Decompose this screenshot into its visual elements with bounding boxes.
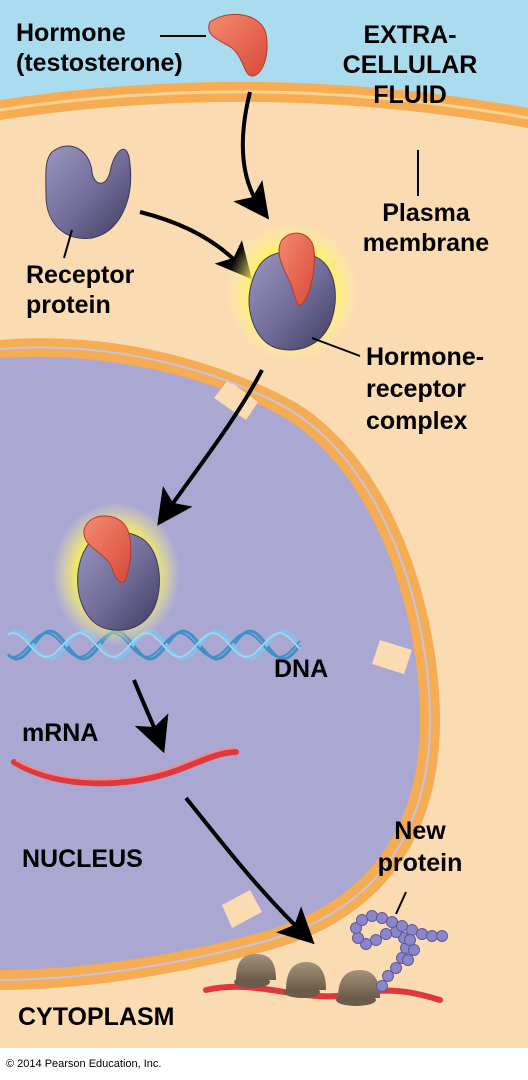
hormone-label-line2: (testosterone) [16, 49, 183, 77]
extracellular-label-line3: FLUID [373, 81, 447, 109]
dna-label: DNA [274, 655, 329, 683]
new-protein-leader-line [395, 891, 407, 915]
nuclear-pore [372, 640, 412, 674]
protein-bead [416, 928, 428, 940]
cytoplasm-label: CYTOPLASM [18, 1003, 175, 1031]
protein-bead [396, 920, 408, 932]
extracellular-label-line2: CELLULAR [342, 51, 478, 79]
protein-bead [426, 930, 438, 942]
plasma-membrane-label-line1: Plasma [382, 199, 470, 227]
nuclear-pore [214, 380, 258, 420]
ribosome [234, 954, 276, 988]
complex-label-line2: receptor [366, 375, 467, 403]
protein-bead [408, 944, 420, 956]
hormone-label-line1: Hormone [16, 19, 126, 47]
plasma-membrane-label-line2: membrane [362, 229, 490, 257]
protein-bead [436, 930, 448, 942]
arrow-mrna-export [184, 796, 315, 945]
ribosome [336, 970, 380, 1006]
arrow-nuclear-entry [157, 369, 264, 526]
protein-bead [390, 962, 402, 974]
nuclear-bound-hormone [83, 515, 132, 583]
new-protein-chain [350, 910, 448, 992]
receptor-leader-line [63, 229, 73, 259]
protein-bead [376, 980, 388, 992]
hormone-molecule [208, 13, 268, 77]
protein-bead [366, 910, 378, 922]
receptor-protein [45, 145, 132, 240]
bound-hormone [278, 232, 315, 306]
protein-bead [402, 954, 414, 966]
nuclear-pore [222, 890, 262, 928]
complex-label-line3: complex [366, 407, 468, 435]
arrow-transcription [132, 679, 169, 754]
protein-bead [360, 938, 372, 950]
nucleus-label: NUCLEUS [22, 845, 143, 873]
ribosome [284, 962, 326, 998]
copyright-notice: © 2014 Pearson Education, Inc. [6, 1058, 162, 1070]
protein-bead [406, 924, 418, 936]
protein-bead [352, 932, 364, 944]
dna-helix [7, 629, 302, 661]
protein-bead [376, 912, 388, 924]
protein-bead [382, 970, 394, 982]
protein-bead [370, 934, 382, 946]
new-protein-label-line2: protein [377, 849, 463, 877]
mrna-strand [11, 749, 239, 787]
receptor-label-line2: protein [26, 291, 111, 319]
complex-label-line1: Hormone- [366, 343, 485, 371]
new-protein-label-line1: New [394, 817, 446, 845]
mrna-label: mRNA [22, 719, 99, 747]
protein-bead [386, 916, 398, 928]
protein-bead [380, 928, 392, 940]
protein-bead [356, 914, 368, 926]
extracellular-label-line1: EXTRA- [363, 21, 457, 49]
arrow-hormone-entry [233, 91, 270, 220]
plasma-membrane [0, 81, 528, 128]
protein-bead [350, 922, 362, 934]
protein-bead [404, 934, 416, 946]
complex-leader-line [311, 337, 361, 357]
receptor-label-line1: Receptor [26, 261, 135, 289]
